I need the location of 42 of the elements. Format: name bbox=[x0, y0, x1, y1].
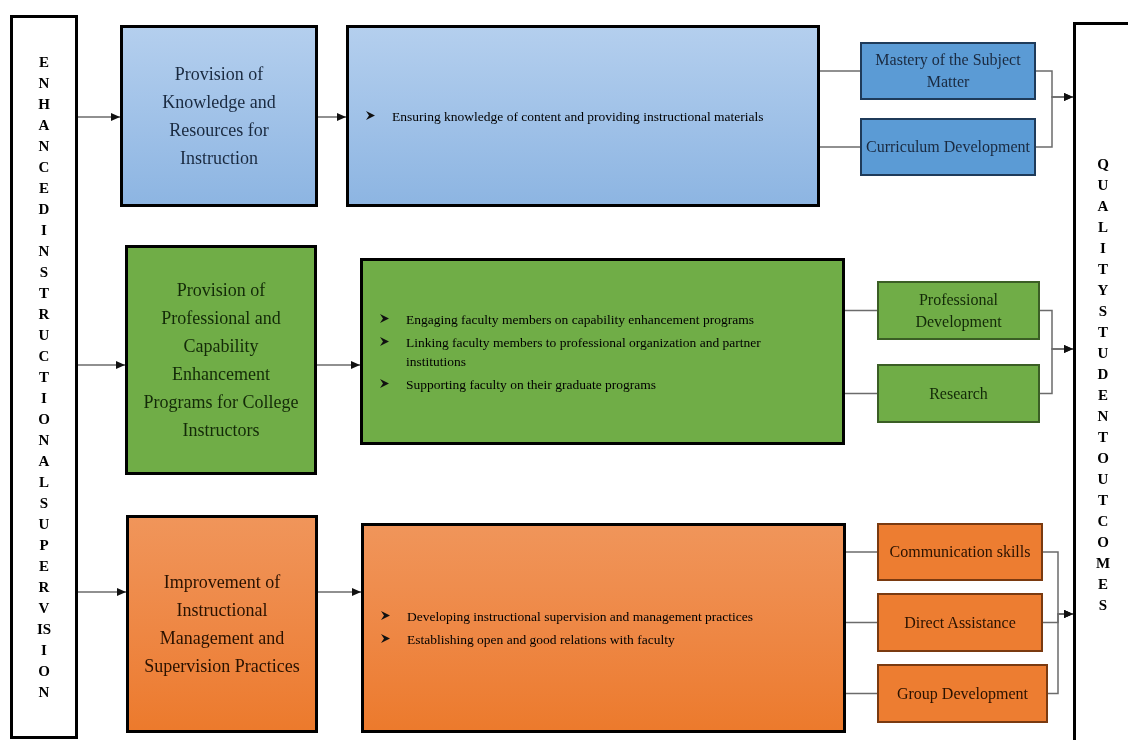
connector-arrow bbox=[317, 588, 362, 596]
side-column-box bbox=[1073, 22, 1128, 740]
bullet-text: Supporting faculty on their graduate programs bbox=[406, 375, 657, 394]
category-box bbox=[126, 515, 318, 733]
bullet-text: Linking faculty members to professional organization and partner institutions bbox=[406, 333, 762, 371]
side-column-box bbox=[10, 15, 78, 739]
outcome-label: Research bbox=[929, 383, 988, 404]
category-box bbox=[120, 25, 318, 207]
connector-arrow bbox=[77, 361, 126, 369]
connector-arrow bbox=[1039, 345, 1074, 395]
outcome-box bbox=[877, 281, 1040, 340]
connector-arrow bbox=[1035, 93, 1074, 148]
activity-box bbox=[360, 258, 845, 445]
vertical-label: ENHANCED INSTRUCTIONAL SUPERVISION bbox=[36, 52, 52, 702]
outcome-label: Curriculum Development bbox=[866, 137, 1030, 158]
outcome-box bbox=[877, 664, 1048, 723]
outcome-label: Communication skills bbox=[889, 542, 1031, 562]
outcome-label: Group Development bbox=[896, 683, 1029, 705]
category-title: Improvement of Instructional Management and Supervision Practices bbox=[143, 571, 301, 678]
bullet-text: Developing instructional supervision and management practices bbox=[407, 608, 754, 626]
connector-arrow bbox=[77, 588, 127, 596]
category-title: Provision of Knowledge and Resources for Instruction bbox=[161, 63, 277, 170]
activity-box bbox=[361, 523, 846, 733]
activity-box bbox=[346, 25, 820, 207]
outcome-box bbox=[860, 118, 1036, 176]
vertical-label: QUALITY STUDENT OUTCOMES bbox=[1095, 154, 1111, 615]
connector-arrow bbox=[316, 361, 361, 369]
connector-arrow bbox=[317, 113, 347, 121]
connector-arrow bbox=[1047, 610, 1074, 695]
outcome-box bbox=[877, 523, 1043, 581]
outcome-box bbox=[877, 364, 1040, 423]
outcome-label: Mastery of the Subject Matter bbox=[874, 50, 1022, 92]
bullet-text: Ensuring knowledge of content and providing instructional materials bbox=[392, 107, 764, 126]
connector-arrow bbox=[77, 113, 121, 121]
outcome-label: Direct Assistance bbox=[904, 612, 1016, 633]
outcome-box bbox=[860, 42, 1036, 100]
outcome-box bbox=[877, 593, 1043, 652]
category-box bbox=[125, 245, 317, 475]
bullet-text: Engaging faculty members on capability enhancement programs bbox=[406, 310, 754, 329]
category-title: Provision of Professional and Capability Enhancement Programs for College Instructors bbox=[142, 279, 300, 442]
bullet-text: Establishing open and good relations with faculty bbox=[407, 631, 675, 649]
outcome-label: Professional Development bbox=[914, 289, 1003, 333]
